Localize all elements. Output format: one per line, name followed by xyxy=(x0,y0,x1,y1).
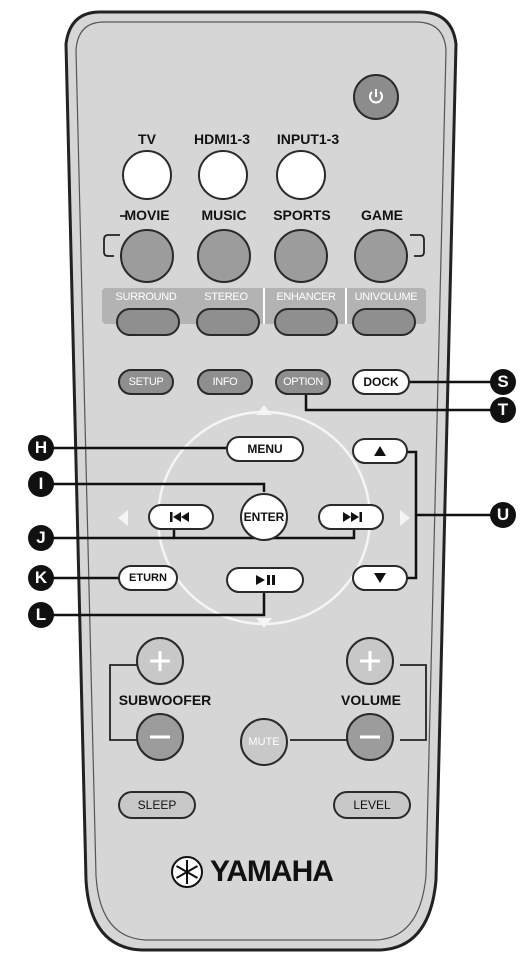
yamaha-wordmark: YAMAHA xyxy=(210,855,334,888)
callout-i: I xyxy=(28,471,54,497)
movie-label: MOVIE xyxy=(124,207,170,223)
stereo-label: STEREO xyxy=(204,291,248,303)
triangle-down-icon xyxy=(374,573,386,583)
tv-label: TV xyxy=(138,131,156,147)
play-pause-button[interactable] xyxy=(226,567,304,593)
return-button[interactable]: ETURN xyxy=(118,565,178,591)
option-button[interactable]: OPTION xyxy=(275,369,331,395)
subwoofer-plus-button[interactable] xyxy=(136,637,184,685)
enter-label: ENTER xyxy=(243,510,285,524)
surround-button[interactable] xyxy=(116,308,180,336)
stereo-button[interactable] xyxy=(196,308,260,336)
music-label: MUSIC xyxy=(201,207,247,223)
volume-label: VOLUME xyxy=(341,692,401,708)
volume-plus-button[interactable] xyxy=(346,637,394,685)
sports-label: SPORTS xyxy=(273,207,331,223)
down-button[interactable] xyxy=(352,565,408,591)
callout-u: U xyxy=(490,502,516,528)
dock-button[interactable]: DOCK xyxy=(352,369,410,395)
plus-icon xyxy=(360,651,380,671)
univolume-button[interactable] xyxy=(352,308,416,336)
nav-arrow-left xyxy=(118,510,128,526)
sports-button[interactable] xyxy=(274,229,328,283)
tuning-fork-logo-icon xyxy=(171,856,203,888)
enhancer-label: ENHANCER xyxy=(276,291,336,303)
triangle-up-icon xyxy=(374,446,386,456)
input-label: INPUT1-3 xyxy=(276,131,340,147)
callout-t: T xyxy=(490,397,516,423)
play-pause-icon xyxy=(256,575,275,585)
hdmi-button[interactable] xyxy=(198,150,248,200)
callout-s: S xyxy=(490,369,516,395)
univolume-label: UNIVOLUME xyxy=(354,291,418,303)
volume-minus-button[interactable] xyxy=(346,713,394,761)
info-button[interactable]: INFO xyxy=(197,369,253,395)
yamaha-logo: YAMAHA xyxy=(170,852,370,892)
nav-arrow-down xyxy=(256,618,272,628)
callout-j: J xyxy=(28,525,54,551)
subwoofer-minus-button[interactable] xyxy=(136,713,184,761)
nav-arrow-up xyxy=(256,405,272,415)
level-button[interactable]: LEVEL xyxy=(333,791,411,819)
plus-icon xyxy=(150,651,170,671)
enter-button[interactable]: ENTER xyxy=(240,493,288,541)
mode-bracket-lines xyxy=(103,215,425,257)
callout-h: H xyxy=(28,435,54,461)
subwoofer-label: SUBWOOFER xyxy=(118,692,212,708)
power-button[interactable] xyxy=(353,74,399,120)
power-icon xyxy=(369,89,383,104)
hdmi-label: HDMI1-3 xyxy=(193,131,250,147)
surround-label: SURROUND xyxy=(115,291,177,303)
remote-body-inner-edge xyxy=(75,21,447,941)
skip-forward-button[interactable] xyxy=(318,504,384,530)
minus-icon xyxy=(150,735,170,739)
setup-button[interactable]: SETUP xyxy=(118,369,174,395)
menu-button[interactable]: MENU xyxy=(226,436,304,462)
movie-button[interactable] xyxy=(120,229,174,283)
music-button[interactable] xyxy=(197,229,251,283)
skip-forward-icon xyxy=(343,512,362,522)
enhancer-button[interactable] xyxy=(274,308,338,336)
game-label: GAME xyxy=(361,207,403,223)
up-button[interactable] xyxy=(352,438,408,464)
volume-lines xyxy=(109,664,427,741)
game-button[interactable] xyxy=(354,229,408,283)
nav-arrow-right xyxy=(400,510,410,526)
mute-button[interactable]: MUTE xyxy=(240,718,288,766)
skip-back-button[interactable] xyxy=(148,504,214,530)
mute-label: MUTE xyxy=(248,736,280,748)
minus-icon xyxy=(360,735,380,739)
input-button[interactable] xyxy=(276,150,326,200)
tv-button[interactable] xyxy=(122,150,172,200)
callout-l: L xyxy=(28,602,54,628)
callout-k: K xyxy=(28,565,54,591)
sleep-button[interactable]: SLEEP xyxy=(118,791,196,819)
skip-back-icon xyxy=(170,512,189,522)
